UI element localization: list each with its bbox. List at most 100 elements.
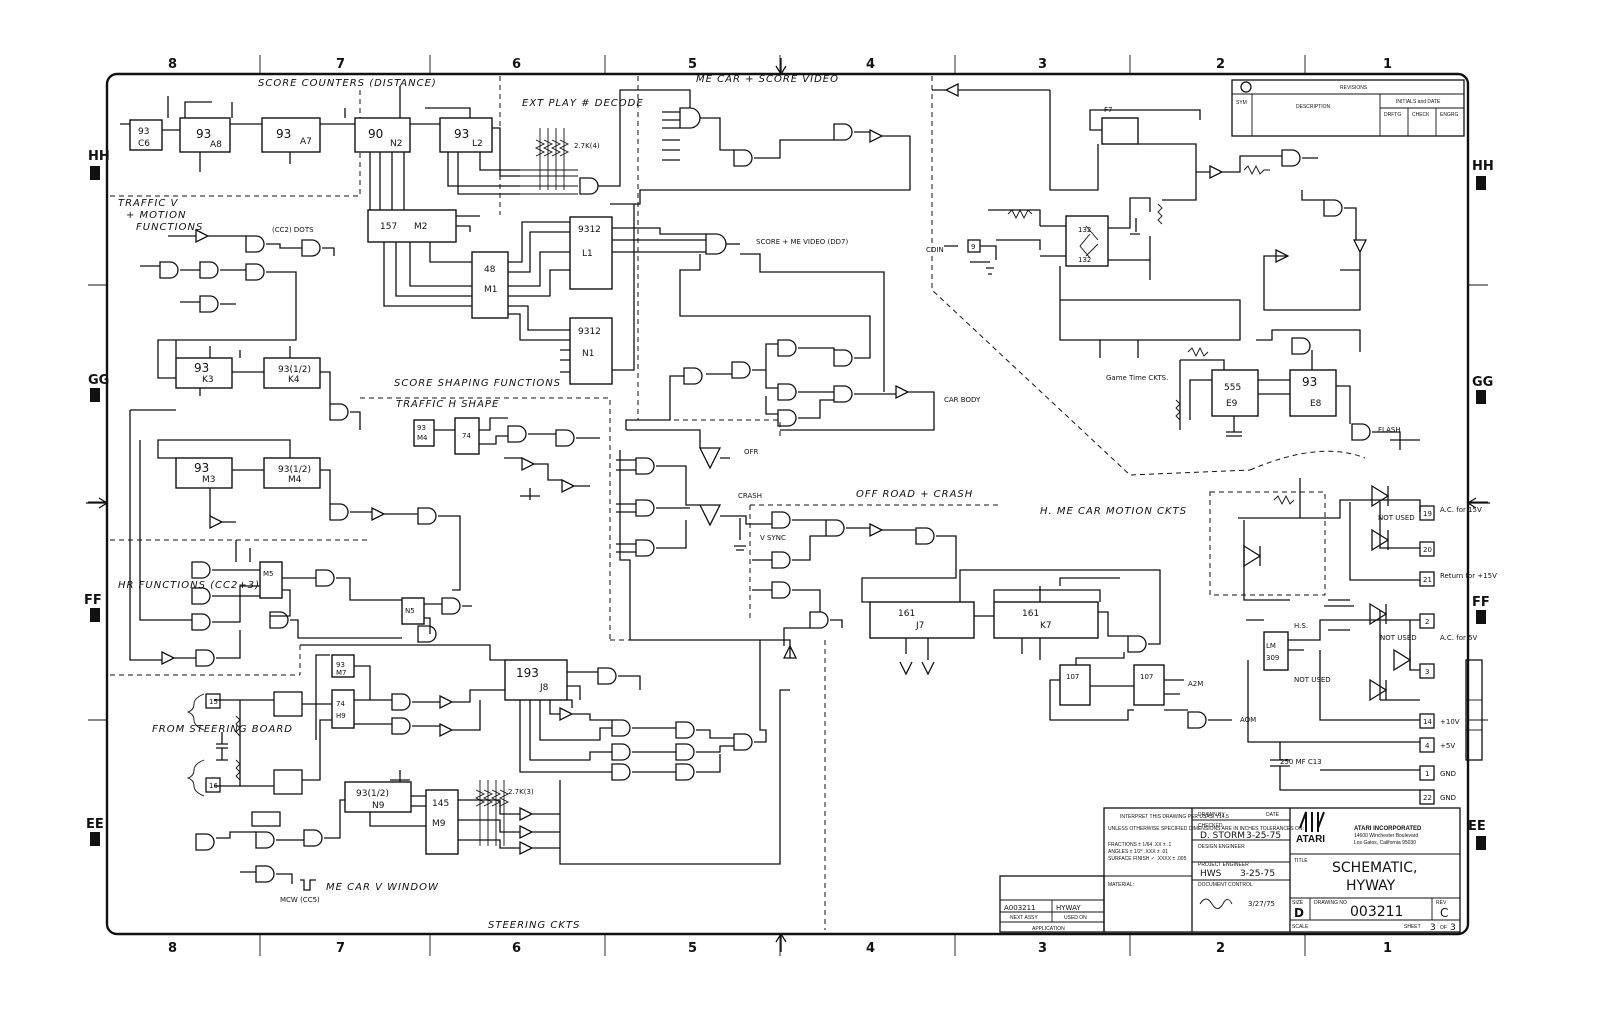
zone-bottom-2: 2 [1216,941,1225,956]
next-assy-no: A003211 [1004,904,1036,912]
label-not-used-1: NOT USED [1378,514,1415,522]
logic-gates [159,82,1371,883]
label-ofr: OFR [744,448,759,456]
zone-top-2: 2 [1216,57,1225,72]
tb-signature [1199,898,1233,909]
zone-top-5: 5 [688,57,697,72]
title-functions: FUNCTIONS [136,222,203,233]
row-labels-left: HH GG FF EE [84,149,110,846]
tb-interpret: INTERPRET THIS DRAWING PER USASI Y14.5 [1120,814,1229,820]
svg-text:93(1/2): 93(1/2) [356,789,389,799]
title-traffic-v: TRAFFIC V [118,198,179,209]
svg-text:M1: M1 [484,285,498,295]
svg-text:74: 74 [462,432,471,440]
svg-text:M7: M7 [336,669,347,677]
tb-project-by: HWS [1200,869,1222,879]
label-v-sync: V SYNC [760,534,786,542]
zone-bottom-6: 6 [512,941,521,956]
row-right-gg: GG [1472,375,1493,390]
chip-m2: 157 M2 [367,209,457,243]
svg-text:A7: A7 [300,137,312,147]
svg-text:21: 21 [1423,576,1432,584]
svg-text:145: 145 [432,799,449,809]
tb-angles: ANGLES ± 1/2° .XXX ± .01 [1108,849,1168,855]
svg-text:L2: L2 [472,139,483,149]
svg-text:H9: H9 [336,712,346,720]
chip-m1: 48 M1 [471,251,509,319]
svg-text:9: 9 [971,243,975,251]
label-res-ladder-2: 2.7K(3) [508,788,534,796]
zone-top-4: 4 [866,57,875,72]
svg-text:93: 93 [1302,375,1317,389]
svg-text:K4: K4 [288,375,300,385]
zone-bottom-1: 1 [1383,941,1392,956]
svg-text:9312: 9312 [578,225,601,235]
connector-3: 3 [1419,663,1435,679]
svg-text:M4: M4 [288,475,302,485]
label-res-ladder: 2.7K(4) [574,142,600,150]
tb-drawing-no-label: DRAWING NO [1314,900,1347,906]
tb-title-line2: HYWAY [1346,878,1396,894]
tb-doc-date: 3/27/75 [1248,900,1275,908]
svg-text:M3: M3 [202,475,216,485]
svg-text:N1: N1 [582,349,594,359]
chip-a7: 93 A7 [261,117,321,153]
chip-n9: 93(1/2) N9 [344,781,412,813]
label-crash: CRASH [738,492,762,500]
chip-m4: 93(1/2) M4 [263,457,321,489]
tb-size: D [1294,906,1304,920]
chip-h4: 93 M4 74 [413,417,480,455]
label-dots: (CC2) DOTS [272,226,314,234]
power-connectors: 19 A.C. for 15V 20 21 Return for +15V 2 … [1419,505,1497,805]
tb-sheet-label: SHEET [1404,924,1421,930]
tb-drawn-by: DRAWN BY [1198,812,1225,818]
svg-text:93(1/2): 93(1/2) [278,465,311,475]
svg-text:107: 107 [1066,673,1079,681]
tb-project-engineer: PROJECT ENGINEER [1198,862,1249,868]
tb-title-label: TITLE [1294,858,1308,864]
tb-checked: CHECKED [1198,823,1223,829]
tb-scale-label: SCALE [1292,924,1309,930]
zone-top-6: 6 [512,57,521,72]
row-left-ff: FF [84,593,102,608]
label-car-body: CAR BODY [944,396,981,404]
title-me-car-video: ME CAR + SCORE VIDEO [696,74,839,85]
tb-sheet: 3 [1430,923,1436,933]
chip-k7: 161 K7 [993,601,1099,639]
sheet-tab [1465,659,1483,761]
rev-col-sym: SYM [1236,100,1247,106]
rev-col-engrg: ENGRG [1440,112,1458,118]
zone-labels-top: 8 7 6 5 4 3 2 1 [168,57,1392,72]
title-off-road-crash: OFF ROAD + CRASH [856,489,973,500]
svg-text:132: 132 [1078,226,1091,234]
svg-text:93: 93 [454,127,469,141]
svg-text:M2: M2 [414,222,428,232]
chip-n1: 9312 N1 [569,317,613,385]
signal-labels: SCORE + ME VIDEO (DD7) COIN Game Time CK… [272,142,1417,904]
svg-text:16: 16 [209,782,218,790]
svg-text:93: 93 [196,127,211,141]
edge-connectors-left: 15 16 9 [186,239,981,797]
svg-text:193: 193 [516,666,539,680]
svg-text:48: 48 [484,265,496,275]
application-label: APPLICATION [1032,926,1065,932]
svg-text:L1: L1 [582,249,593,259]
svg-text:+5V: +5V [1440,742,1455,750]
label-not-used-3: NOT USED [1294,676,1331,684]
svg-text:Return for +15V: Return for +15V [1440,572,1497,580]
label-aom: AOM [1240,716,1256,724]
label-cap-c13: 250 MF C13 [1280,758,1322,766]
row-left-ee: EE [86,817,104,832]
title-score-counters: SCORE COUNTERS (DISTANCE) [258,78,437,89]
title-score-shaping: SCORE SHAPING FUNCTIONS [394,378,561,389]
svg-text:19: 19 [1423,510,1432,518]
zone-bottom-8: 8 [168,941,177,956]
svg-text:A8: A8 [210,140,222,150]
title-hr-functions: HR FUNCTIONS (CC2+3) [118,580,260,591]
label-a2m: A2M [1188,680,1203,688]
title-h-me-car: H. ME CAR MOTION CKTS [1040,506,1187,517]
svg-text:93(1/2): 93(1/2) [278,365,311,375]
svg-text:J7: J7 [915,621,924,631]
label-hs: H.S. [1294,622,1308,630]
